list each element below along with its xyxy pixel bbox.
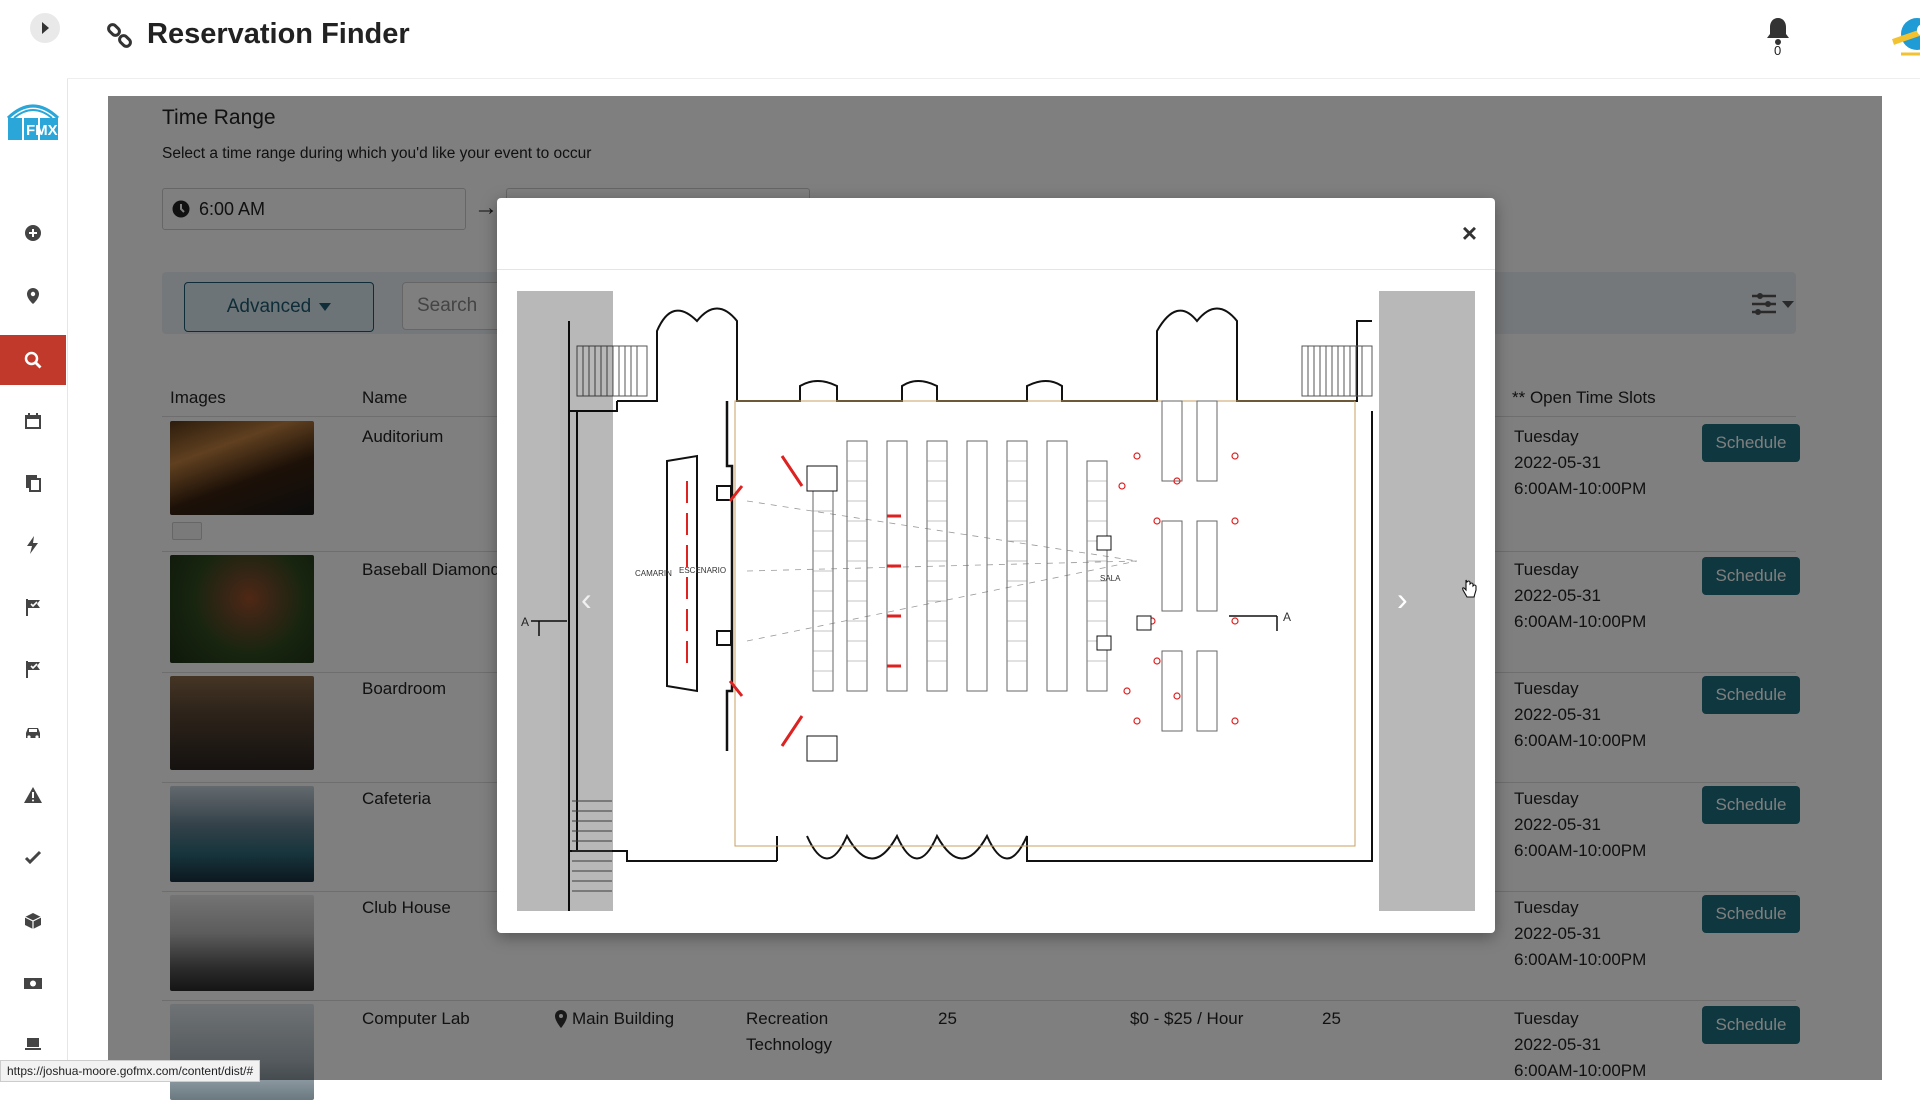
laptop-icon (25, 1038, 41, 1050)
calendar-icon (25, 413, 41, 429)
search-icon (24, 351, 42, 369)
chevron-right-icon[interactable]: › (1397, 581, 1408, 617)
plus-circle-icon (25, 225, 41, 241)
modal-header: × (497, 198, 1495, 270)
sidebar-item-calendar[interactable] (0, 397, 66, 445)
image-modal: × (497, 198, 1495, 933)
sidebar-item-reservation-finder[interactable] (0, 335, 66, 385)
sidebar-item-add[interactable] (0, 209, 66, 257)
image-carousel: CAMARIN ESCENARIO SALA A A ‹ › (517, 291, 1475, 911)
close-icon[interactable]: × (1461, 218, 1477, 248)
chevron-left-icon[interactable]: ‹ (581, 581, 592, 617)
sidebar-item-incidents[interactable] (0, 771, 66, 819)
avatar[interactable] (1887, 12, 1920, 62)
sidebar-item-technology[interactable] (0, 1020, 66, 1068)
sidebar: FMX (0, 0, 68, 1080)
sidebar-toggle-button[interactable] (30, 13, 60, 43)
page-header: Reservation Finder 0 (67, 0, 1920, 79)
svg-text:FMX: FMX (26, 122, 58, 139)
warning-icon (24, 787, 42, 803)
money-icon (24, 978, 42, 989)
caret-right-icon (42, 22, 49, 34)
carousel-next-area[interactable] (1379, 291, 1475, 911)
notification-count: 0 (1774, 43, 1782, 58)
flag-check-icon (26, 661, 40, 678)
documents-icon (26, 475, 41, 492)
bell-icon[interactable] (1765, 16, 1791, 46)
sidebar-item-requests[interactable] (0, 583, 66, 631)
floorplan-label-dressing: CAMARIN (635, 569, 672, 578)
sidebar-item-work-orders[interactable] (0, 645, 66, 693)
status-bar-url: https://joshua-moore.gofmx.com/content/d… (0, 1060, 261, 1082)
page-title: Reservation Finder (147, 18, 410, 50)
check-icon (24, 850, 42, 865)
floorplan-label-section-left: A (521, 615, 529, 629)
link-icon (107, 23, 132, 48)
sidebar-item-transportation[interactable] (0, 708, 66, 756)
floorplan-label-section-right: A (1283, 610, 1291, 624)
box-icon (24, 913, 42, 929)
fmx-logo[interactable]: FMX (4, 98, 62, 146)
lightning-icon (27, 536, 38, 554)
map-pin-icon (27, 288, 39, 304)
flag-check-icon (26, 599, 40, 616)
car-icon (26, 728, 40, 739)
sidebar-item-energy[interactable] (0, 521, 66, 569)
sidebar-item-budget[interactable] (0, 959, 66, 1007)
floor-plan-image: CAMARIN ESCENARIO SALA A A (517, 291, 1475, 911)
sidebar-item-inventory[interactable] (0, 897, 66, 945)
floorplan-label-stage: ESCENARIO (679, 566, 726, 575)
floorplan-label-hall: SALA (1100, 574, 1121, 583)
sidebar-item-documents[interactable] (0, 459, 66, 507)
hand-cursor-icon (1462, 579, 1477, 598)
sidebar-item-inspections[interactable] (0, 834, 66, 882)
sidebar-item-locations[interactable] (0, 272, 66, 320)
carousel-prev-area[interactable] (517, 291, 613, 911)
